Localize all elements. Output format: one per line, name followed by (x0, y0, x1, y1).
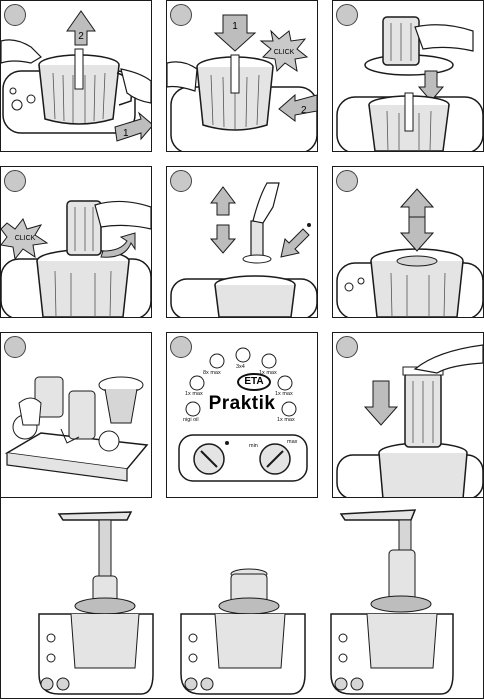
speed-label: nigi oil (183, 417, 199, 423)
step-panel-3 (332, 0, 484, 152)
step-number-badge (336, 336, 358, 358)
speed-label: 1x max (185, 391, 203, 397)
control-panel-illustration (178, 347, 308, 482)
step-panel-7 (0, 332, 152, 498)
step-panel-2: 1 CLICK 2 (166, 0, 318, 152)
click-label: CLICK (274, 49, 295, 56)
step-panel-8-control-panel: ETA Praktik 8x max 3x4 1x max 1x max 1x … (166, 332, 318, 498)
arrow-label: 2 (301, 105, 307, 116)
step-number-badge (4, 4, 26, 26)
arrow-label: 1 (232, 21, 238, 32)
click-label: CLICK (15, 235, 36, 242)
step-panel-5 (166, 166, 318, 318)
assembly-variants-illustration (38, 509, 454, 695)
eta-logo: ETA (237, 373, 271, 391)
dial-max-label: max (287, 439, 298, 445)
step-panel-6 (332, 166, 484, 318)
step-4-illustration: CLICK (1, 200, 151, 317)
step-panel-4: CLICK (0, 166, 152, 318)
step-number-badge (4, 170, 26, 192)
arrow-label: 1 (123, 128, 129, 139)
step-9-illustration (336, 344, 483, 497)
arrow-label: 2 (78, 31, 84, 42)
speed-label: 1x max (275, 391, 293, 397)
dial-min-label: min (249, 443, 258, 449)
accessories-illustration (4, 376, 149, 482)
brand-name: Praktik (208, 393, 276, 414)
speed-label: 8x max (203, 370, 221, 376)
step-number-badge (336, 170, 358, 192)
speed-label: 1x max (259, 370, 277, 376)
step-1-illustration: 2 1 (1, 10, 151, 142)
step-5-illustration (170, 182, 317, 317)
assembly-overview-panel (0, 498, 484, 699)
step-number-badge (170, 336, 192, 358)
step-number-badge (170, 170, 192, 192)
step-3-illustration (336, 16, 483, 151)
step-number-badge (336, 4, 358, 26)
speed-label: 3x4 (236, 364, 245, 370)
step-number-badge (170, 4, 192, 26)
step-2-illustration: 1 CLICK 2 (167, 14, 317, 151)
step-panel-9 (332, 332, 484, 498)
step-number-badge (4, 336, 26, 358)
step-6-illustration (336, 188, 483, 317)
step-panel-1: 2 1 (0, 0, 152, 152)
speed-label: 1x max (277, 417, 295, 423)
